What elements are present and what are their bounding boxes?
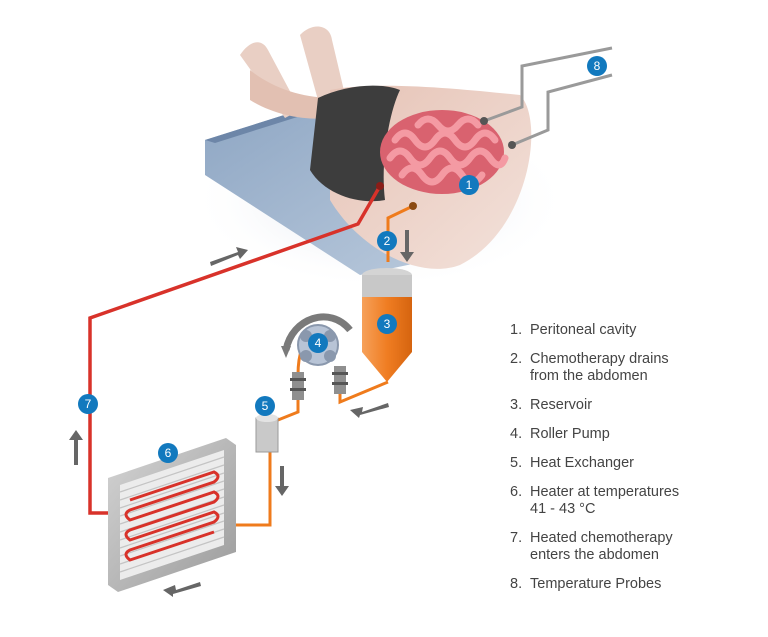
roller-pump [281, 313, 353, 400]
legend-number: 3. [510, 397, 523, 413]
legend-number: 4. [510, 426, 523, 442]
legend-item: 8. Temperature Probes [510, 576, 760, 593]
heat-exchanger [255, 414, 279, 453]
flow-arrow [400, 230, 414, 262]
legend-number: 8. [510, 576, 523, 592]
peritoneal-cavity [380, 110, 509, 194]
flow-arrows [69, 230, 414, 597]
svg-text:6: 6 [165, 446, 172, 460]
legend-item: 7. Heated chemotherapy enters the abdomen [510, 530, 760, 564]
flow-arrow [210, 247, 248, 266]
badge-4: 4 [308, 333, 328, 353]
probe-tip [508, 141, 516, 149]
badge-1: 1 [459, 175, 479, 195]
legend-item: 5. Heat Exchanger [510, 455, 760, 472]
flow-arrow [69, 430, 83, 465]
legend-text: Roller Pump [530, 426, 610, 442]
svg-text:1: 1 [466, 178, 473, 192]
heated-inflow-line [88, 182, 384, 515]
flow-arrow [275, 466, 289, 496]
flow-arrow [163, 582, 201, 597]
legend-number: 6. [510, 484, 523, 500]
legend-item: 6. Heater at temperatures 41 - 43 °C [510, 484, 760, 518]
legend-text: Chemotherapy drains from the abdomen [530, 351, 669, 384]
legend-text: Peritoneal cavity [530, 322, 637, 338]
badge-5: 5 [255, 396, 275, 416]
legend-item: 3. Reservoir [510, 397, 760, 414]
badge-3: 3 [377, 314, 397, 334]
legend-text: Heat Exchanger [530, 455, 634, 471]
svg-text:2: 2 [384, 234, 391, 248]
flow-arrow [350, 403, 389, 418]
legend: 1. Peritoneal cavity 2. Chemotherapy drain… [510, 322, 760, 605]
heater [108, 438, 236, 592]
legend-text: Heated chemotherapy enters the abdomen [530, 530, 673, 563]
badge-2: 2 [377, 231, 397, 251]
probe-tip [480, 117, 488, 125]
legend-item: 1. Peritoneal cavity [510, 322, 760, 339]
legend-text: Heater at temperatures 41 - 43 °C [530, 484, 680, 517]
legend-text: Reservoir [530, 397, 593, 413]
badge-8: 8 [587, 56, 607, 76]
legend-item: 2. Chemotherapy drains from the abdomen [510, 351, 760, 385]
svg-text:4: 4 [315, 336, 322, 350]
badge-6: 6 [158, 443, 178, 463]
svg-text:7: 7 [85, 397, 92, 411]
svg-text:8: 8 [594, 59, 601, 73]
svg-text:5: 5 [262, 399, 269, 413]
legend-number: 2. [510, 351, 523, 367]
svg-text:3: 3 [384, 317, 391, 331]
legend-number: 7. [510, 530, 523, 546]
legend-text: Temperature Probes [530, 576, 662, 592]
badge-7: 7 [78, 394, 98, 414]
legend-number: 1. [510, 322, 523, 338]
legend-item: 4. Roller Pump [510, 426, 760, 443]
legend-number: 5. [510, 455, 523, 471]
temperature-probes [480, 46, 613, 149]
